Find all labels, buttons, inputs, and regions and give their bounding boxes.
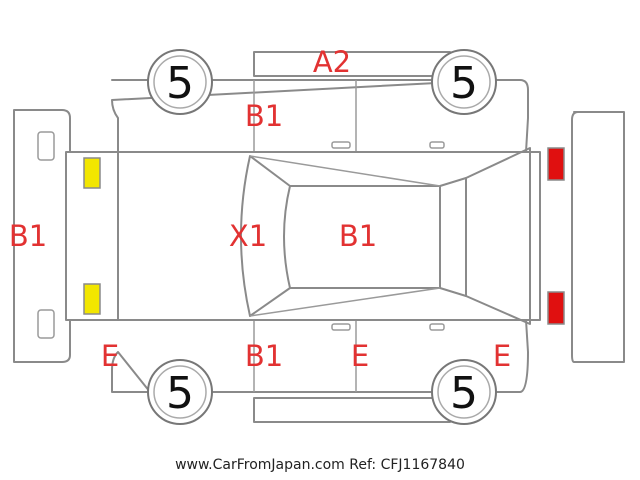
damage-mark-right-rear-door: E [351, 339, 369, 373]
rear-left-taillamp [547, 147, 565, 181]
tire-rear-right: 5 [431, 359, 497, 425]
tire-rating-rear-right: 5 [450, 368, 478, 419]
damage-mark-right-front-door: B1 [245, 339, 283, 373]
footer-website: www.CarFromJapan.com [175, 457, 345, 473]
tail-lamps [547, 147, 565, 325]
damage-mark-front-right-corner: E [101, 339, 119, 373]
tire-front-left: 5 [147, 49, 213, 115]
car-body-top-view [65, 147, 541, 325]
roof-rail-top [253, 51, 451, 77]
right-side-panel [111, 319, 529, 393]
rear-bumper [571, 111, 625, 363]
tire-rear-left: 5 [431, 49, 497, 115]
tire-rating-rear-left: 5 [450, 58, 478, 109]
damage-mark-hood: X1 [229, 219, 267, 253]
tire-rating-front-left: 5 [166, 58, 194, 109]
headlamps [83, 157, 101, 315]
rear-right-taillamp [547, 291, 565, 325]
footer-reference: www.CarFromJapan.com Ref: CFJ1167840 [0, 457, 640, 473]
front-right-headlamp [83, 283, 101, 315]
footer-ref: Ref: CFJ1167840 [349, 457, 465, 473]
damage-mark-roof: B1 [339, 219, 377, 253]
damage-mark-rear-right-corner: E [493, 339, 511, 373]
roof-rail-bottom [253, 397, 451, 423]
front-bumper [13, 109, 71, 363]
damage-mark-left-front-door: B1 [245, 99, 283, 133]
tire-front-right: 5 [147, 359, 213, 425]
front-left-headlamp [83, 157, 101, 189]
damage-mark-roof-top: A2 [313, 45, 351, 79]
tire-rating-front-right: 5 [166, 368, 194, 419]
damage-mark-front-bumper: B1 [9, 219, 47, 253]
